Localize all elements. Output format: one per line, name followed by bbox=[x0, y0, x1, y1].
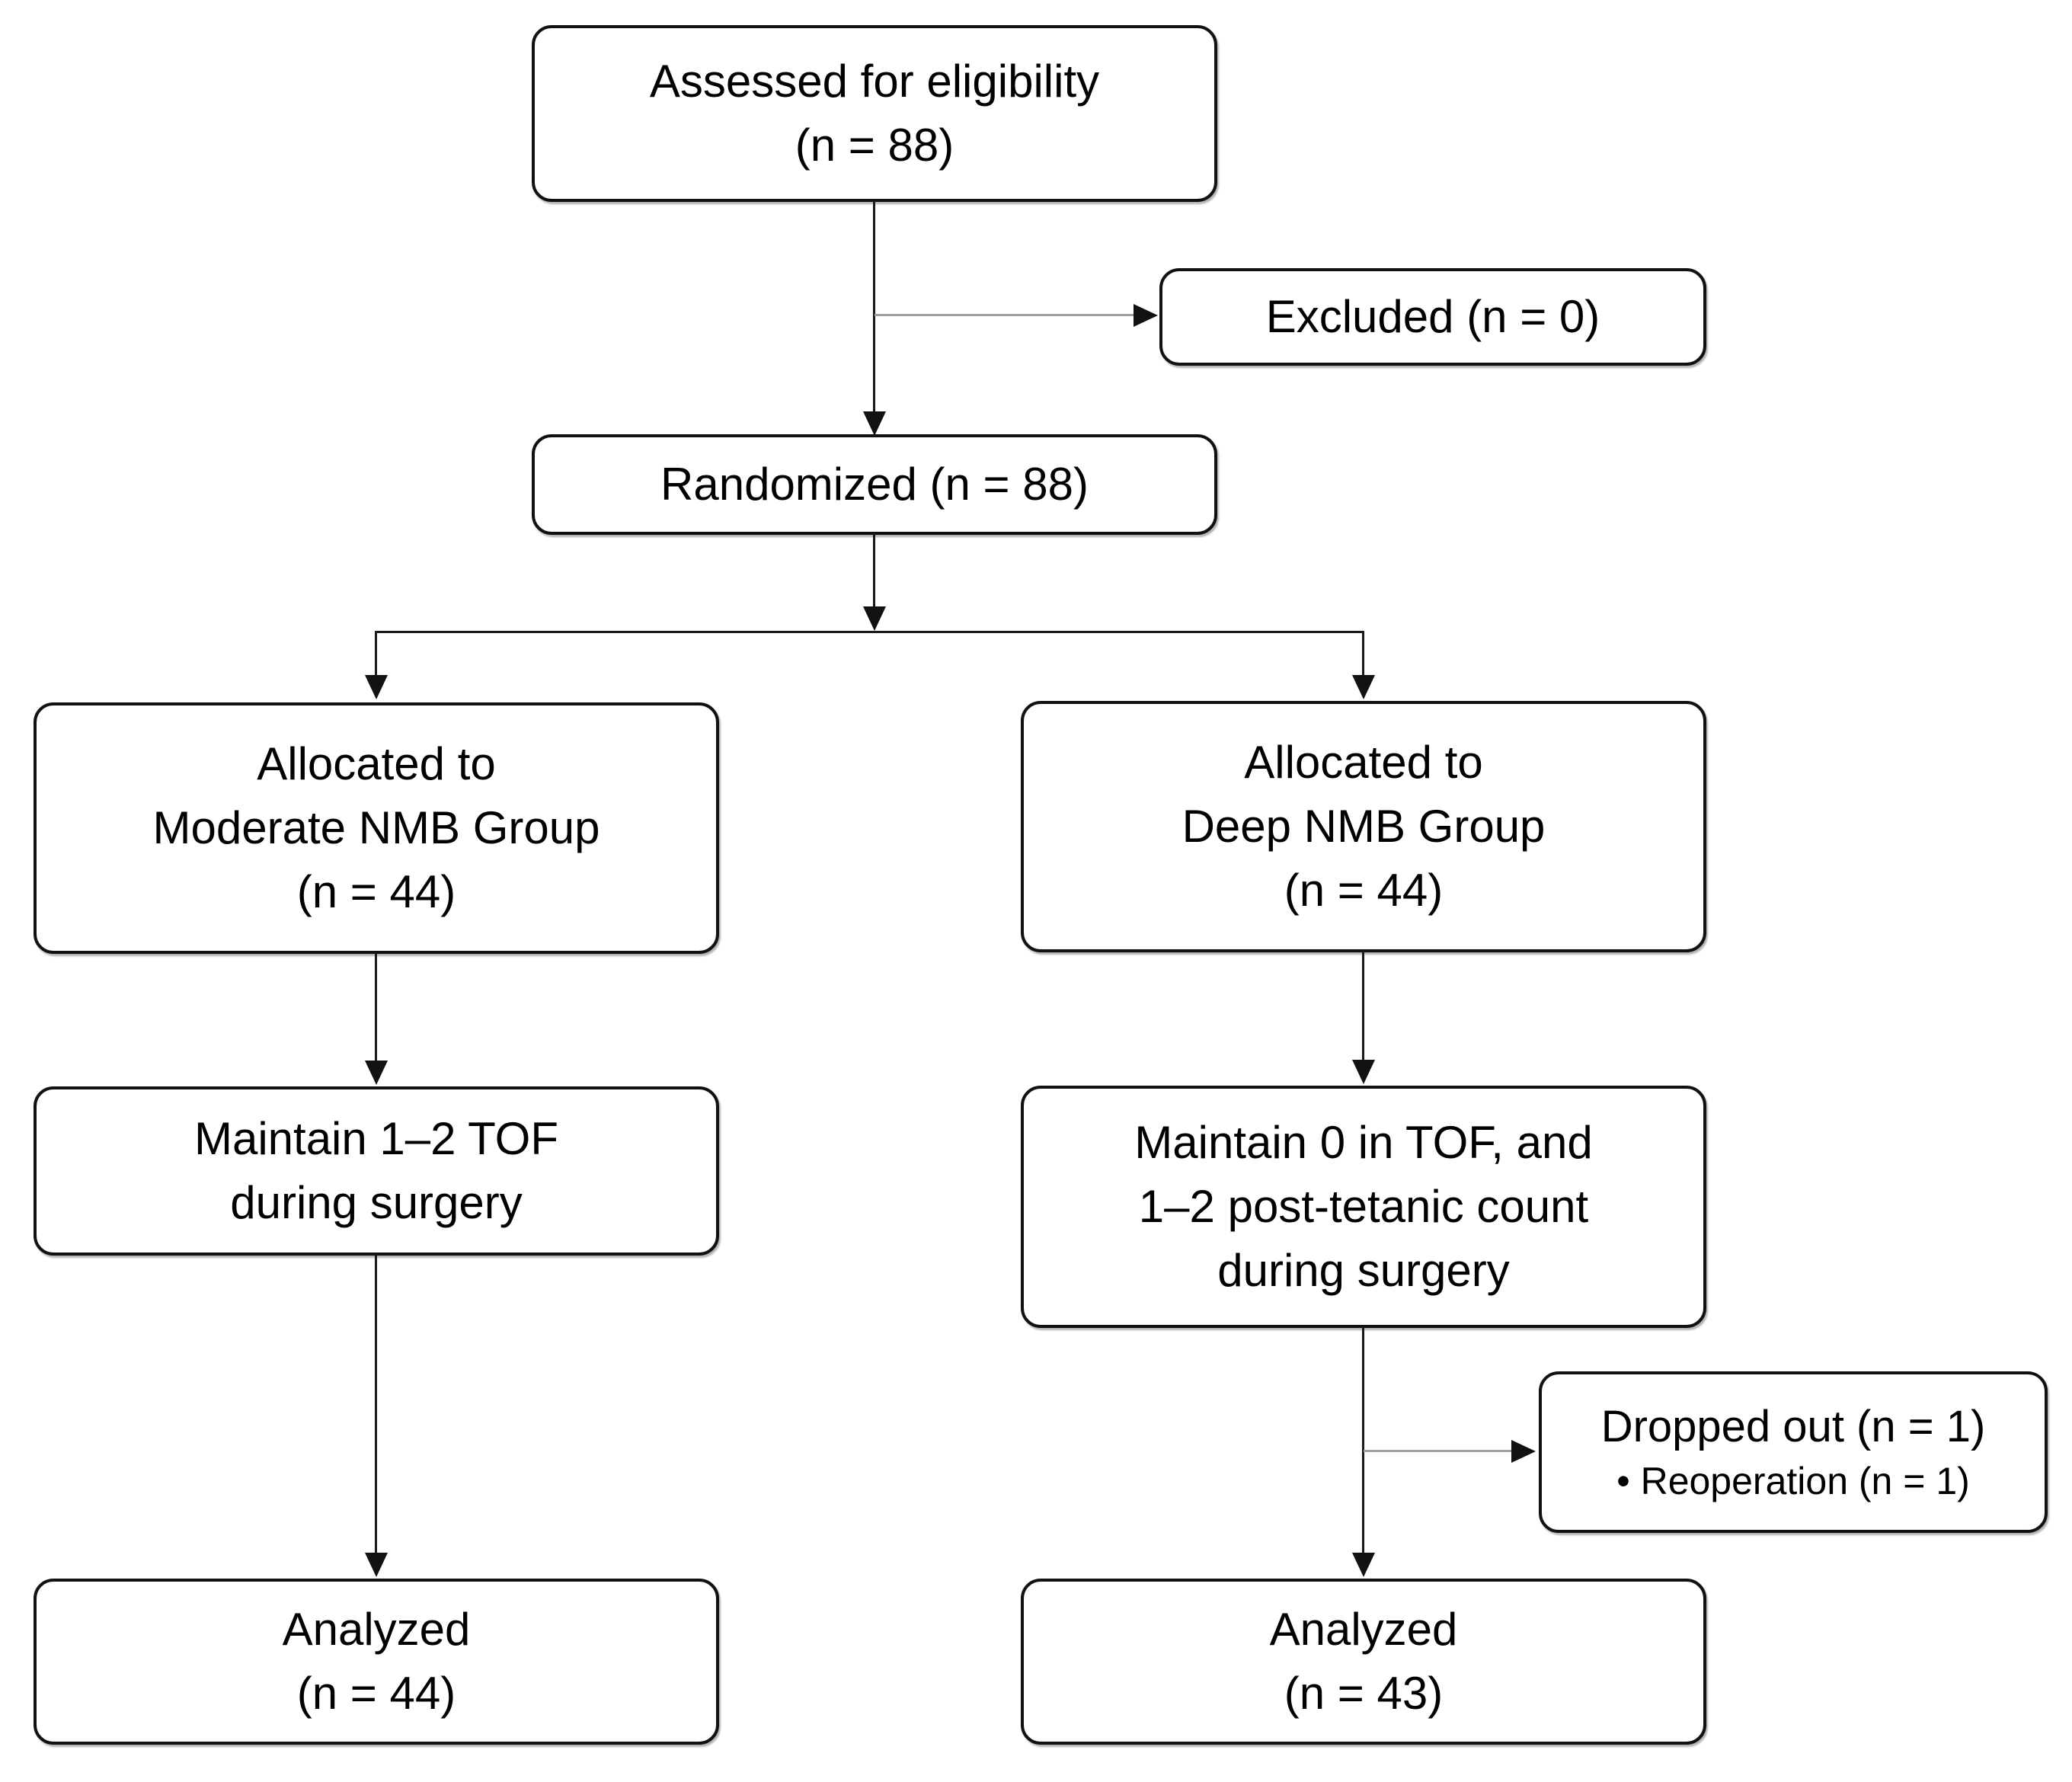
arrow-split-to-allocated-moderate bbox=[375, 631, 377, 677]
arrow-maintain-to-analyzed-moderate bbox=[375, 1254, 377, 1553]
arrowhead-right-icon bbox=[1134, 304, 1158, 327]
node-text-line: (n = 44) bbox=[1284, 865, 1444, 916]
node-analyzed-moderate: Analyzed (n = 44) bbox=[34, 1579, 719, 1745]
arrow-maintain-to-analyzed-deep bbox=[1362, 1326, 1364, 1553]
arrow-allocated-to-maintain-moderate bbox=[375, 952, 377, 1062]
node-text-line: Allocated to bbox=[257, 738, 496, 789]
node-text-line: Randomized (n = 88) bbox=[660, 459, 1089, 510]
node-text-line: (n = 88) bbox=[795, 120, 954, 171]
node-text-line: Maintain 1–2 TOF bbox=[193, 1113, 559, 1164]
node-allocated-deep-nmb: Allocated to Deep NMB Group (n = 44) bbox=[1021, 701, 1706, 952]
arrow-allocated-to-maintain-deep bbox=[1362, 951, 1364, 1061]
node-dropped-out: Dropped out (n = 1) • Reoperation (n = 1… bbox=[1539, 1371, 2048, 1533]
arrowhead-down-icon bbox=[1352, 1060, 1375, 1084]
node-maintain-deep: Maintain 0 in TOF, and 1–2 post-tetanic … bbox=[1021, 1086, 1706, 1328]
node-text-line: (n = 43) bbox=[1284, 1668, 1444, 1719]
node-text-line: • Reoperation (n = 1) bbox=[1616, 1460, 1970, 1502]
node-text-line: 1–2 post-tetanic count bbox=[1138, 1181, 1589, 1232]
node-maintain-moderate: Maintain 1–2 TOF during surgery bbox=[34, 1086, 719, 1256]
arrowhead-right-icon bbox=[1511, 1440, 1536, 1463]
node-text-line: (n = 44) bbox=[296, 1668, 456, 1719]
arrowhead-down-icon bbox=[863, 411, 886, 436]
node-text-line: Deep NMB Group bbox=[1181, 801, 1546, 852]
arrowhead-down-icon bbox=[365, 675, 388, 699]
node-text-line: (n = 44) bbox=[296, 866, 456, 917]
node-excluded: Excluded (n = 0) bbox=[1159, 268, 1706, 366]
arrowhead-down-icon bbox=[1352, 675, 1375, 699]
arrowhead-down-icon bbox=[365, 1061, 388, 1085]
node-text-line: Moderate NMB Group bbox=[152, 802, 600, 853]
arrow-branch-to-excluded bbox=[875, 314, 1135, 316]
node-randomized: Randomized (n = 88) bbox=[532, 434, 1217, 535]
arrow-assessed-to-randomized bbox=[873, 201, 875, 413]
node-allocated-moderate-nmb: Allocated to Moderate NMB Group (n = 44) bbox=[34, 702, 719, 954]
node-text-line: Excluded (n = 0) bbox=[1265, 291, 1600, 342]
node-text-line: Assessed for eligibility bbox=[649, 56, 1100, 107]
node-text-line: Maintain 0 in TOF, and bbox=[1134, 1117, 1593, 1168]
arrow-branch-to-dropped-out bbox=[1364, 1450, 1513, 1452]
arrow-split-to-allocated-deep bbox=[1362, 631, 1364, 677]
node-text-line: Dropped out (n = 1) bbox=[1600, 1402, 1986, 1451]
node-assessed-for-eligibility: Assessed for eligibility (n = 88) bbox=[532, 25, 1217, 202]
node-text-line: Analyzed bbox=[282, 1604, 471, 1655]
node-text-line: Analyzed bbox=[1269, 1604, 1458, 1655]
node-text-line: during surgery bbox=[230, 1177, 523, 1228]
node-text-line: Allocated to bbox=[1244, 737, 1483, 788]
arrow-randomized-to-split bbox=[873, 533, 875, 608]
arrowhead-down-icon bbox=[1352, 1553, 1375, 1577]
arrowhead-down-icon bbox=[365, 1553, 388, 1577]
node-analyzed-deep: Analyzed (n = 43) bbox=[1021, 1579, 1706, 1745]
split-bar bbox=[376, 631, 1364, 633]
arrowhead-down-icon bbox=[863, 606, 886, 631]
node-text-line: during surgery bbox=[1217, 1245, 1510, 1296]
